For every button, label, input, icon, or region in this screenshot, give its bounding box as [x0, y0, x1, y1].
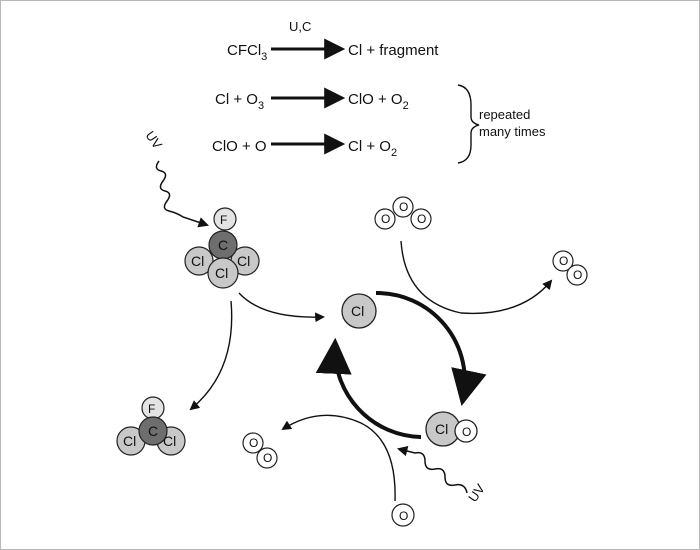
cycle-arrow-right: [375, 290, 487, 407]
svg-text:O: O: [573, 268, 582, 282]
note-line-1: repeated: [479, 107, 530, 122]
svg-text:O: O: [399, 509, 408, 523]
atom-o: [374, 208, 396, 230]
eq3-rhs: Cl + O2: [348, 138, 397, 159]
catalytic-cycle: [315, 290, 487, 439]
oxygen-molecule-right: O O: [552, 250, 588, 286]
svg-text:O: O: [417, 212, 426, 226]
atom-f: [213, 207, 237, 231]
atom-o: [566, 264, 588, 286]
atom-o: [391, 503, 415, 527]
svg-text:Cl: Cl: [191, 253, 204, 269]
cl-atom: Cl: [341, 293, 377, 329]
atom-o: [552, 250, 574, 272]
atom-o: [410, 208, 432, 230]
atom-c: [138, 416, 168, 446]
svg-text:O: O: [263, 451, 272, 465]
svg-text:Cl: Cl: [215, 265, 228, 281]
uv-label-top: UV: [143, 128, 166, 152]
uv-label-bottom: UV: [465, 481, 488, 505]
eq3-lhs: ClO + O: [212, 138, 267, 155]
atom-o: [242, 432, 264, 454]
cfcl2-fragment: F Cl Cl C: [116, 396, 186, 456]
svg-text:Cl: Cl: [237, 253, 250, 269]
arrow-to-cl: [238, 292, 325, 323]
svg-text:C: C: [218, 237, 228, 253]
repeat-brace: [457, 84, 480, 164]
eq1-condition: U,C: [289, 19, 311, 34]
atom-o: [392, 196, 414, 218]
oxygen-atom: O: [391, 503, 415, 527]
equation-1: CFCl3 U,C Cl + fragment: [227, 19, 439, 63]
cycle-arrow-left: [315, 337, 422, 439]
svg-text:O: O: [462, 425, 471, 439]
equation-2: Cl + O3 ClO + O2: [215, 87, 409, 112]
arrow-to-fragment: [189, 300, 233, 411]
uv-wave-bottom: [396, 445, 468, 494]
svg-text:O: O: [249, 436, 258, 450]
svg-text:Cl: Cl: [123, 433, 136, 449]
svg-text:Cl: Cl: [435, 421, 448, 437]
uv-wave-top: [155, 160, 209, 228]
svg-text:C: C: [148, 423, 158, 439]
atom-cl: [207, 257, 239, 289]
svg-text:Cl: Cl: [351, 303, 364, 319]
atom-cl: [184, 246, 214, 276]
arrow-o-to-o2: [281, 414, 396, 502]
note-line-2: many times: [479, 124, 546, 139]
eq2-rhs: ClO + O2: [348, 91, 409, 112]
eq1-rhs: Cl + fragment: [348, 42, 439, 59]
svg-text:O: O: [381, 212, 390, 226]
eq2-lhs: Cl + O3: [215, 91, 264, 112]
atom-o: [256, 447, 278, 469]
svg-text:O: O: [559, 254, 568, 268]
eq1-lhs: CFCl3: [227, 42, 267, 63]
atom-cl: [341, 293, 377, 329]
equation-3: ClO + O Cl + O2: [212, 133, 397, 159]
cfcl3-molecule: F Cl Cl C Cl: [184, 207, 260, 289]
atom-o: [454, 419, 478, 443]
svg-text:F: F: [220, 213, 227, 227]
oxygen-molecule-left: O O: [242, 432, 278, 469]
clo-molecule: Cl O: [425, 411, 478, 447]
svg-text:O: O: [399, 200, 408, 214]
ozone-molecule: O O O: [374, 196, 432, 230]
arrow-o3-to-o2: [400, 240, 553, 315]
svg-text:F: F: [148, 402, 155, 416]
